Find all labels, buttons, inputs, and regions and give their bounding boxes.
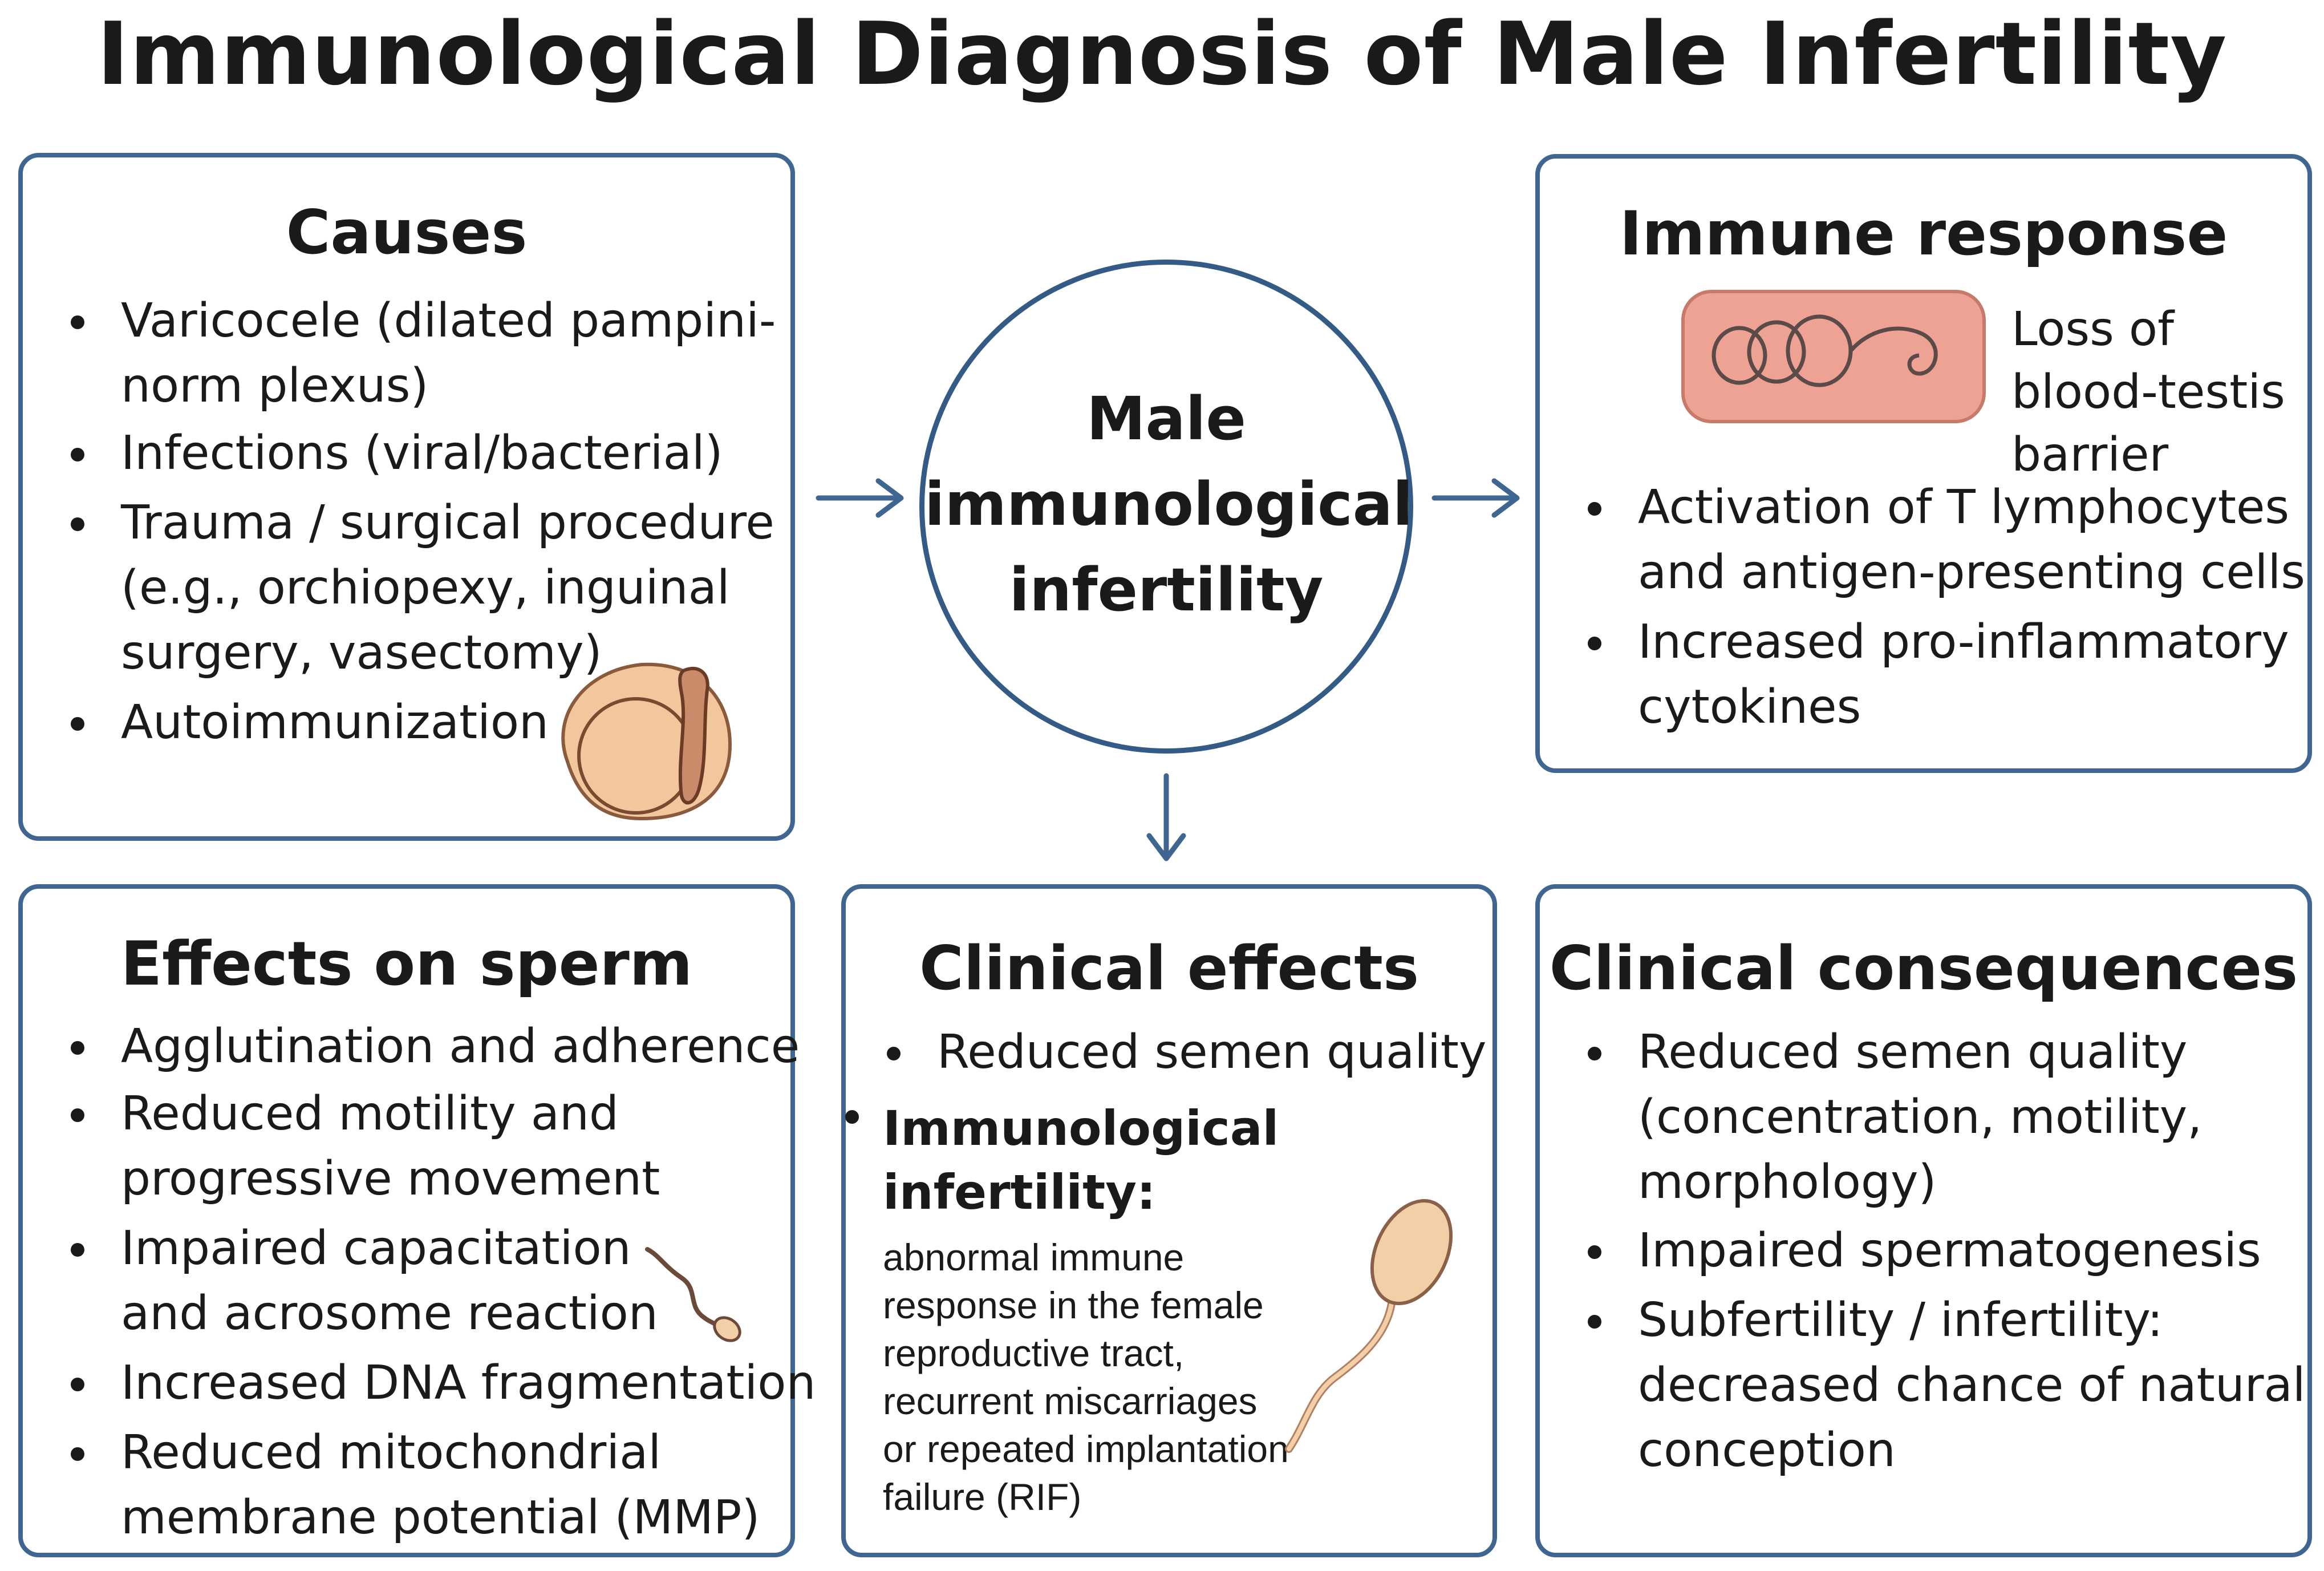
immune-response-list: Activation of T lymphocytes and antigen-… <box>1540 475 2305 740</box>
clinical-consequences-list: Reduced semen quality (concentration, mo… <box>1540 1020 2306 1483</box>
arrow-right-icon <box>816 478 904 518</box>
immune-response-title: Immune response <box>1619 199 2228 269</box>
list-item: Subfertility / infertility: decreased ch… <box>1540 1288 2306 1483</box>
center-label: Male immunological infertility <box>924 384 1413 625</box>
causes-box: Causes Varicocele (dilated pampini- norm… <box>18 153 795 841</box>
causes-title: Causes <box>286 197 528 268</box>
arrow-down-icon <box>1146 773 1186 861</box>
list-item: Autoimmunization <box>23 690 776 755</box>
immunological-infertility-label: Immunological infertility: <box>845 1096 1279 1224</box>
testis-icon <box>561 662 732 821</box>
clinical-effects-list: Reduced semen quality <box>839 1020 1486 1085</box>
barrier-label: Loss of blood-testis barrier <box>2011 302 2285 482</box>
clinical-consequences-box: Clinical consequences Reduced semen qual… <box>1535 884 2312 1557</box>
list-item: Reduced semen quality <box>839 1020 1486 1085</box>
effects-on-sperm-title: Effects on sperm <box>120 929 693 999</box>
causes-list: Varicocele (dilated pampini- norm plexus… <box>23 289 776 755</box>
list-item: Trauma / surgical procedure (e.g., orchi… <box>23 491 776 686</box>
list-item: Infections (viral/bacterial) <box>23 421 776 486</box>
sperm-icon <box>1285 1199 1453 1453</box>
list-item: Impaired spermatogenesis <box>1540 1218 2306 1283</box>
list-item: Increased DNA fragmentation <box>23 1351 816 1416</box>
list-item: Agglutination and adherence <box>23 1014 816 1079</box>
blood-testis-barrier-icon <box>1681 290 1986 423</box>
list-item: Impaired capacitation and acrosome react… <box>23 1216 816 1346</box>
list-item: Increased pro-inflammatory cytokines <box>1540 610 2305 740</box>
center-node: Male immunological infertility <box>919 260 1413 754</box>
clinical-consequences-title: Clinical consequences <box>1549 933 2298 1003</box>
list-item: Reduced mitochondrial membrane potential… <box>23 1420 816 1550</box>
list-item: Varicocele (dilated pampini- norm plexus… <box>23 289 776 419</box>
immune-response-box: Immune response Activation of T lymphocy… <box>1535 154 2312 773</box>
immunological-infertility-detail: abnormal immune response in the female r… <box>883 1236 1289 1518</box>
arrow-right-icon <box>1431 478 1520 518</box>
small-sperm-icon <box>645 1247 741 1342</box>
clinical-effects-title: Clinical effects <box>919 933 1419 1003</box>
effects-on-sperm-box: Effects on sperm Agglutination and adher… <box>18 884 816 1557</box>
list-item: Reduced semen quality (concentration, mo… <box>1540 1020 2306 1215</box>
effects-on-sperm-list: Agglutination and adherence Reduced moti… <box>23 1014 816 1550</box>
list-item: Reduced motility and progressive movemen… <box>23 1082 816 1212</box>
list-item: Activation of T lymphocytes and antigen-… <box>1540 475 2305 605</box>
diagram-title: Immunological Diagnosis of Male Infertil… <box>96 3 2228 104</box>
